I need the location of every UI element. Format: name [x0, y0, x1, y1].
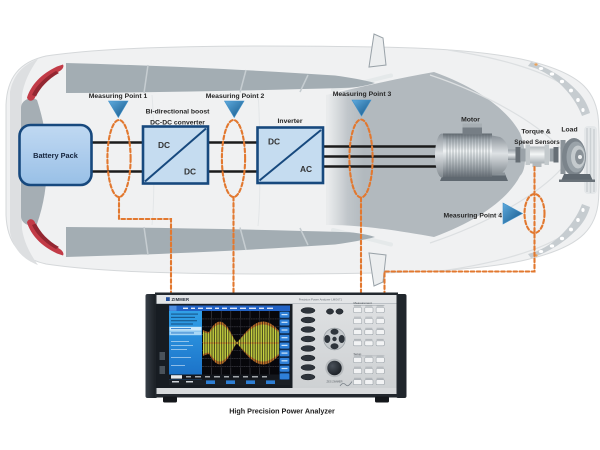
- svg-text:AC: AC: [300, 164, 312, 174]
- svg-text:Battery Pack: Battery Pack: [33, 151, 79, 160]
- svg-text:High Precision Power Analyzer: High Precision Power Analyzer: [229, 407, 335, 416]
- svg-text:DC: DC: [184, 167, 196, 177]
- svg-text:Measuring Point 2: Measuring Point 2: [206, 93, 265, 100]
- svg-text:ZIMMER: ZIMMER: [172, 297, 190, 302]
- svg-text:Bi-directional boost: Bi-directional boost: [146, 109, 211, 116]
- svg-text:DC: DC: [268, 137, 280, 147]
- svg-text:Load: Load: [561, 127, 577, 134]
- svg-text:Precision Power Analyzer LM: Precision Power Analyzer LMG671: [299, 298, 343, 302]
- svg-text:Setup: Setup: [354, 352, 362, 356]
- svg-text:DC: DC: [158, 140, 170, 150]
- svg-text:Measuring Point 3: Measuring Point 3: [333, 91, 392, 98]
- svg-text:Torque &: Torque &: [521, 129, 550, 136]
- svg-text:Measuring Point 1: Measuring Point 1: [89, 93, 148, 100]
- svg-text:DC-DC converter: DC-DC converter: [150, 120, 205, 127]
- svg-text:Measurement: Measurement: [354, 301, 373, 305]
- svg-text:Measuring Point 4: Measuring Point 4: [443, 213, 502, 220]
- svg-text:ZES ZIMMER: ZES ZIMMER: [327, 380, 343, 384]
- svg-text:Speed Sensors: Speed Sensors: [514, 139, 560, 146]
- svg-text:Motor: Motor: [461, 117, 480, 124]
- svg-text:Inverter: Inverter: [278, 118, 303, 125]
